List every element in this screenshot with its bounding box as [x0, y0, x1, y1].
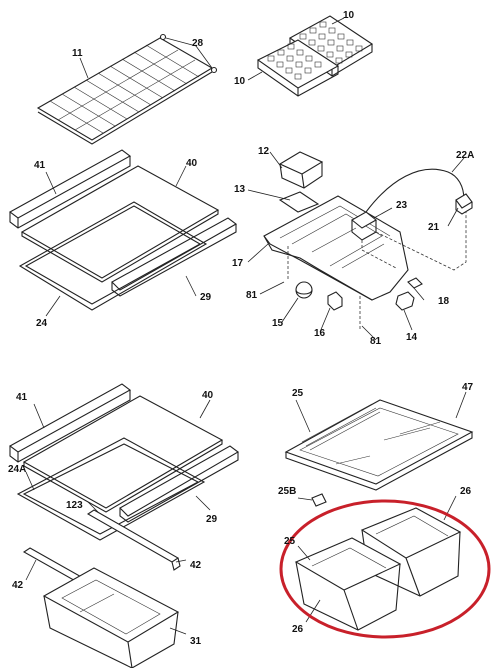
label-14: 14	[406, 332, 418, 343]
label-47: 47	[462, 382, 474, 393]
label-42-left: 42	[12, 580, 24, 591]
label-29-upper: 29	[200, 292, 212, 303]
label-28: 28	[192, 38, 204, 49]
label-81-right: 81	[370, 336, 382, 347]
label-26-left: 26	[292, 624, 304, 635]
label-24: 24	[36, 318, 48, 329]
label-40-lower: 40	[202, 390, 214, 401]
label-12: 12	[258, 146, 270, 157]
label-29-lower: 29	[206, 514, 218, 525]
shelf-clip	[210, 66, 218, 74]
label-26-right: 26	[460, 486, 472, 497]
label-41-lower: 41	[16, 392, 28, 403]
label-17: 17	[232, 258, 244, 269]
label-25-lower: 25	[284, 536, 296, 547]
lower-shelf-assembly	[8, 383, 239, 668]
crisper-drawers-highlight	[279, 499, 491, 639]
label-22A: 22A	[456, 150, 474, 161]
upper-glass-shelf	[8, 149, 238, 317]
label-81-left: 81	[246, 290, 258, 301]
label-31: 31	[190, 636, 202, 647]
label-10-top: 10	[343, 10, 355, 21]
ice-maker-assembly	[247, 151, 473, 341]
label-24A: 24A	[8, 464, 26, 475]
label-23: 23	[396, 200, 408, 211]
label-41-upper: 41	[34, 160, 46, 171]
label-11: 11	[72, 48, 83, 59]
label-25B: 25B	[278, 486, 296, 497]
label-21: 21	[428, 222, 440, 233]
shelf-clip	[159, 33, 167, 41]
label-18: 18	[438, 296, 450, 307]
wire-shelf	[36, 33, 218, 145]
label-10-bottom: 10	[234, 76, 246, 87]
label-13: 13	[234, 184, 246, 195]
label-25-top: 25	[292, 388, 304, 399]
label-123: 123	[66, 500, 83, 511]
crisper-cover-and-drawers	[284, 391, 474, 631]
label-40-upper: 40	[186, 158, 198, 169]
label-42-right: 42	[190, 560, 202, 571]
label-15: 15	[272, 318, 284, 329]
label-16: 16	[314, 328, 326, 339]
ice-trays	[247, 15, 374, 97]
